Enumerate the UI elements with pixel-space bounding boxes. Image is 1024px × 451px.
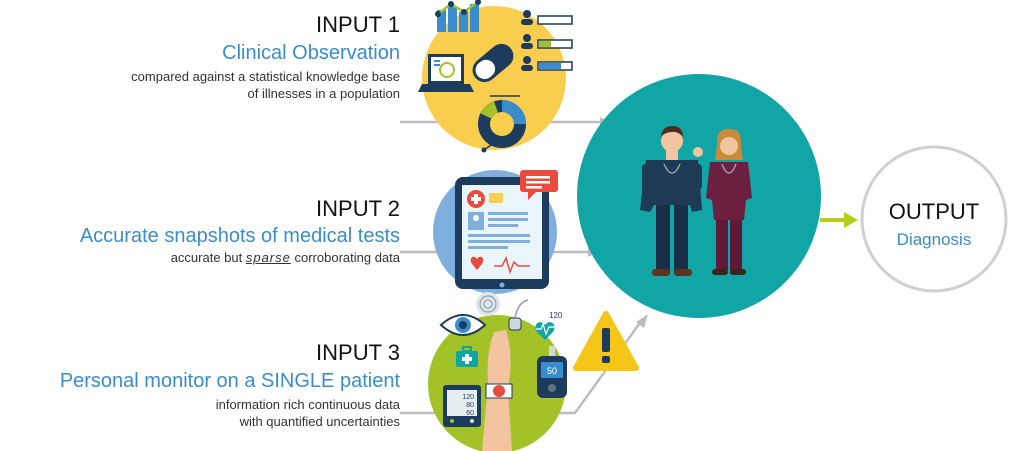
output-arrow (820, 212, 858, 228)
arrowhead-input3 (636, 314, 648, 328)
fingerprint-icon (476, 292, 500, 316)
input1-description-line1: compared against a statistical knowledge… (131, 69, 400, 84)
input3-title: INPUT 3 (316, 340, 400, 365)
glucose-meter-icon: 50 (537, 346, 567, 398)
laptop-icon (418, 54, 474, 92)
sensor-cable-icon (508, 299, 529, 331)
bp-reading-systolic: 120 (462, 394, 474, 401)
donut-chart-icon (478, 95, 526, 153)
input1-title: INPUT 1 (316, 12, 400, 37)
doctors-hub (577, 74, 821, 318)
heart-reading: 120 (549, 311, 563, 320)
input1-illustration (418, 0, 573, 153)
input2-description-start: accurate but (170, 250, 246, 265)
input1-circle (422, 6, 566, 150)
chart-icon (435, 0, 481, 32)
medical-kit-icon (456, 346, 478, 367)
input2-description: accurate but sparse corroborating data (171, 249, 400, 266)
blood-pressure-monitor-icon: 120 80 60 (443, 385, 481, 427)
output-circle (860, 145, 1008, 293)
tablet-icon (455, 177, 549, 289)
output-title: OUTPUT (888, 199, 980, 224)
warning-icon (573, 311, 639, 371)
pill-icon (472, 43, 514, 83)
input3-description-line1: information rich continuous data (215, 397, 400, 412)
bp-reading-diastolic: 80 (466, 402, 474, 409)
message-bubble-icon (520, 170, 558, 200)
heart-monitor-icon: 120 (535, 311, 563, 340)
input2-description-emphasis: sparse (245, 250, 291, 265)
input2-illustration (433, 170, 558, 294)
glucose-reading: 50 (547, 366, 557, 376)
female-doctor-icon (706, 128, 752, 275)
input2-title: INPUT 2 (316, 196, 400, 221)
input3-subtitle: Personal monitor on a SINGLE patient (59, 370, 400, 392)
people-stats-icon (521, 10, 573, 71)
arm-watch-icon (482, 330, 513, 451)
input3-description-line2: with quantified uncertainties (239, 414, 400, 429)
input3-illustration: 120 120 80 60 50 (428, 292, 567, 451)
input2-subtitle: Accurate snapshots of medical tests (79, 225, 400, 247)
input2-description-end: corroborating data (290, 250, 400, 265)
input1-description-line2: of illnesses in a population (247, 86, 401, 101)
bp-reading-pulse: 60 (466, 410, 474, 417)
output-subtitle: Diagnosis (896, 230, 972, 249)
input1-subtitle: Clinical Observation (222, 42, 400, 64)
eye-icon (439, 314, 487, 336)
male-doctor-icon (640, 126, 703, 276)
